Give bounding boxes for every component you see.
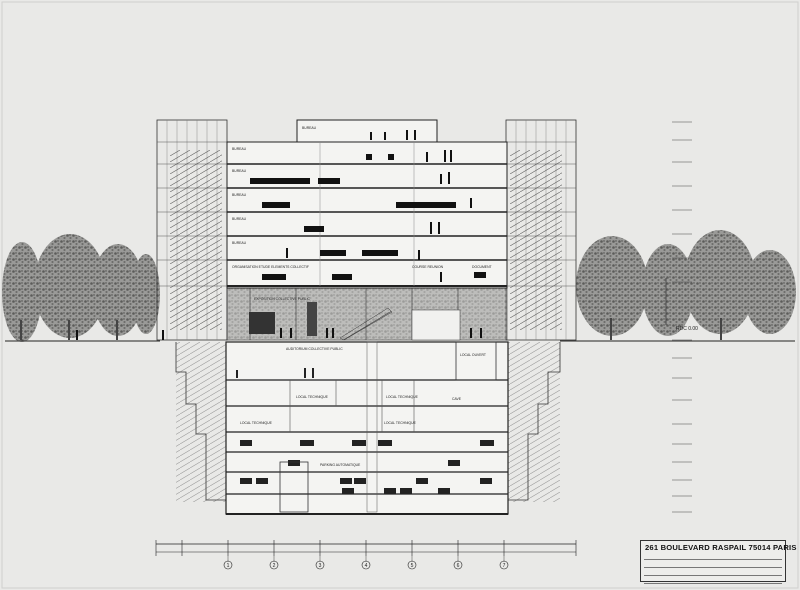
room-label-parking: PARKING AUTOMATIQUE <box>320 463 361 467</box>
room-label-auditorium: AUDITORIUM COLLECTIVE PUBLIC <box>286 347 343 351</box>
grid-dimension-bar <box>155 540 577 562</box>
room-label-local-technique: LOCAL TECHNIQUE <box>386 395 419 399</box>
room-label-exhibition: EXPOSITION COLLECTIVE PUBLIC <box>254 297 311 301</box>
grid-axis-label: 4 <box>365 563 368 569</box>
grid-axis-label: 6 <box>457 563 460 569</box>
grid-axis-label: 1 <box>227 563 230 569</box>
room-label-bureau: BUREAU <box>232 241 247 245</box>
room-label-bureau: BUREAU <box>232 169 247 173</box>
room-label-document: DOCUMENT <box>472 265 492 269</box>
project-address: 261 BOULEVARD RASPAIL 75014 PARIS <box>645 543 797 552</box>
trees-left <box>2 234 160 342</box>
grid-axis-label: 5 <box>411 563 414 569</box>
building-substructure <box>175 341 561 515</box>
grid-axis-label: 7 <box>503 563 506 569</box>
building-superstructure <box>76 119 577 341</box>
grid-axis-label: 3 <box>319 563 322 569</box>
room-label-local-technique: LOCAL TECHNIQUE <box>240 421 273 425</box>
room-label-local-ouvert: LOCAL OUVERT <box>460 353 486 357</box>
room-label-reunion: COURSE REUNION <box>412 265 444 269</box>
title-block: 261 BOULEVARD RASPAIL 75014 PARIS <box>640 540 797 584</box>
room-label-bureau: BUREAU <box>232 147 247 151</box>
room-label-local-technique: LOCAL TECHNIQUE <box>384 421 417 425</box>
room-label-cave: CAVE <box>452 397 462 401</box>
room-label-bureau: BUREAU <box>232 193 247 197</box>
room-label-collective: ORGANISATION ETUDE ELEMENTS COLLECTIF <box>232 265 309 269</box>
trees-right <box>576 230 796 340</box>
room-label-local-technique: LOCAL TECHNIQUE <box>296 395 329 399</box>
level-ground: RDC 0.00 <box>676 326 698 332</box>
room-label-top-bureau: BUREAU <box>302 126 317 130</box>
grid-axis-label: 2 <box>273 563 276 569</box>
level-markers <box>665 121 692 513</box>
grid-axis-markers: 1 2 3 4 5 6 7 <box>223 560 509 570</box>
title-block-details <box>644 554 782 584</box>
room-label-bureau: BUREAU <box>232 217 247 221</box>
